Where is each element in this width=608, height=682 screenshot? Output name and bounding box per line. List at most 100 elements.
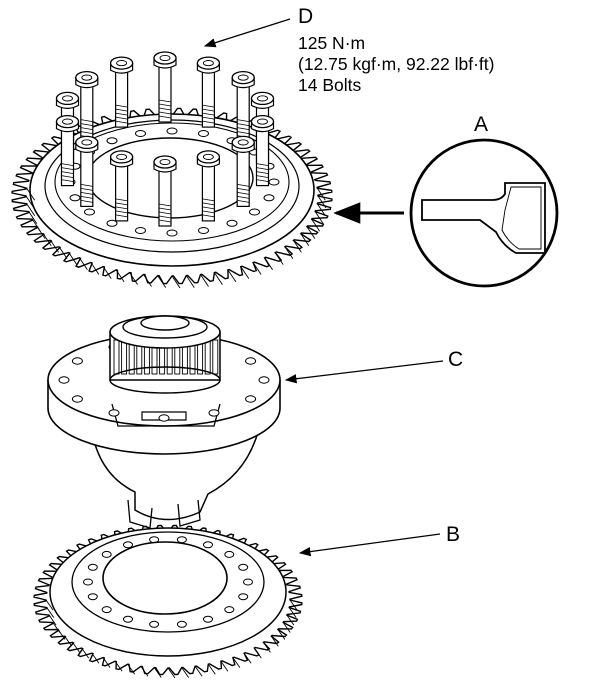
gear-b-helix-line	[45, 599, 54, 611]
bolt-head-socket	[237, 139, 249, 146]
gear-top-helix-line	[200, 274, 209, 287]
bolt-head-socket	[202, 60, 214, 67]
bolt-thread	[237, 119, 250, 122]
gear-top-helix-line	[240, 266, 250, 279]
gear-top-helix-line	[311, 218, 321, 232]
gear-b-bore	[102, 541, 228, 615]
gear-top-helix-line	[58, 246, 68, 260]
carrier-hole	[208, 409, 220, 417]
bolt-thread	[115, 210, 128, 214]
bolt-thread	[256, 163, 269, 166]
bolt-thread	[115, 108, 128, 112]
gear-top-hole	[166, 229, 178, 237]
torque-value-nm: 125 N·m	[298, 33, 366, 53]
leader-arrow-b	[298, 533, 441, 557]
gear-top-helix-line	[90, 262, 100, 275]
gear-top-hole	[198, 130, 209, 137]
gear-b-helix-line	[46, 607, 55, 618]
differential-carrier-c	[47, 315, 281, 529]
bolt-thread	[158, 203, 172, 207]
bolt	[55, 114, 80, 187]
bolt	[109, 150, 134, 222]
label-b: B	[446, 523, 461, 546]
fourteen-bolts-d	[55, 51, 275, 227]
bolt-thread	[256, 171, 269, 174]
leader-arrow-c	[284, 360, 444, 384]
carrier-side-gears	[127, 499, 201, 529]
gear-b-hole	[203, 541, 213, 549]
bolt-thread	[237, 200, 250, 203]
gear-b-hole	[123, 615, 133, 623]
gear-top-helix-line	[102, 266, 112, 279]
bolt-thread	[237, 123, 250, 126]
gear-top-helix-line	[317, 195, 327, 209]
bolt-head-socket	[159, 158, 171, 166]
carrier-hole	[71, 357, 83, 365]
gear-top-helix-line	[42, 233, 52, 246]
bolt-thread	[158, 219, 172, 223]
bolt-thread	[202, 112, 215, 116]
bolt	[153, 51, 177, 123]
bolt-thread	[80, 119, 93, 122]
bolt-thread	[158, 207, 172, 211]
bolt-thread	[158, 215, 172, 219]
gear-b-helix-line	[263, 642, 271, 653]
bolt-thread	[158, 111, 172, 115]
bolt	[196, 56, 221, 128]
bolt-thread	[158, 99, 172, 103]
leader-arrow-d	[203, 18, 291, 48]
gear-top-hole	[135, 130, 146, 137]
bolt-head-socket	[62, 118, 73, 125]
bolt	[196, 150, 221, 222]
bolt-thread	[202, 202, 215, 206]
leader-arrows	[203, 18, 444, 557]
bolt	[109, 56, 134, 128]
carrier-hole	[258, 376, 270, 384]
gear-b-helix-line	[194, 666, 203, 677]
gear-b-helix-line	[91, 652, 100, 664]
gear-top-helix-line	[26, 203, 36, 217]
gear-b-hole	[243, 578, 253, 586]
bolt-thread	[237, 188, 250, 191]
gear-top-helix-line	[306, 226, 316, 239]
gear-top-helix-line	[274, 252, 284, 265]
bolt	[231, 135, 255, 207]
bolt-thread	[115, 112, 128, 116]
gear-top-helix-line	[252, 262, 262, 275]
carrier-hole	[108, 409, 120, 417]
gear-top-helix-line	[314, 211, 324, 224]
gear-top-helix-line	[115, 269, 125, 283]
gear-b-helix-line	[81, 647, 90, 659]
bolt-thread	[202, 120, 215, 124]
bolt-thread	[115, 116, 128, 120]
gear-top-helix-line	[214, 272, 223, 285]
bolt-thread	[256, 179, 269, 182]
gear-top-helix-line	[316, 203, 326, 217]
label-a: A	[474, 113, 489, 136]
gear-top-helix-line	[143, 274, 152, 287]
gear-b-bolt-holes	[83, 536, 253, 628]
gear-top-helix-line	[264, 257, 273, 271]
gear-b-helix-line	[220, 661, 229, 672]
gear-b-hole	[238, 563, 249, 571]
bolt-thread	[115, 120, 128, 124]
gear-b-hole	[87, 563, 98, 571]
bolt-thread	[202, 210, 215, 214]
gear-b-hole	[224, 550, 235, 558]
torque-spec: 125 N·m (12.75 kgf·m, 92.22 lbf·ft) 14 B…	[298, 33, 494, 96]
gear-b-helix-line	[127, 663, 136, 675]
bolt-thread	[158, 103, 172, 107]
bolt-thread	[256, 175, 269, 178]
bearing-roller	[204, 339, 211, 375]
gear-b-helix-line	[48, 614, 57, 626]
label-d: D	[298, 5, 314, 28]
bolt-thread	[237, 192, 250, 195]
bolt-thread	[115, 214, 128, 218]
gear-b-helix-line	[243, 652, 252, 664]
gear-top-helix-line	[26, 187, 36, 201]
carrier-hole	[245, 395, 257, 403]
gear-b-helix-line	[289, 599, 298, 611]
gear-top-helix-line	[284, 246, 294, 260]
bearing-roller	[121, 339, 128, 375]
